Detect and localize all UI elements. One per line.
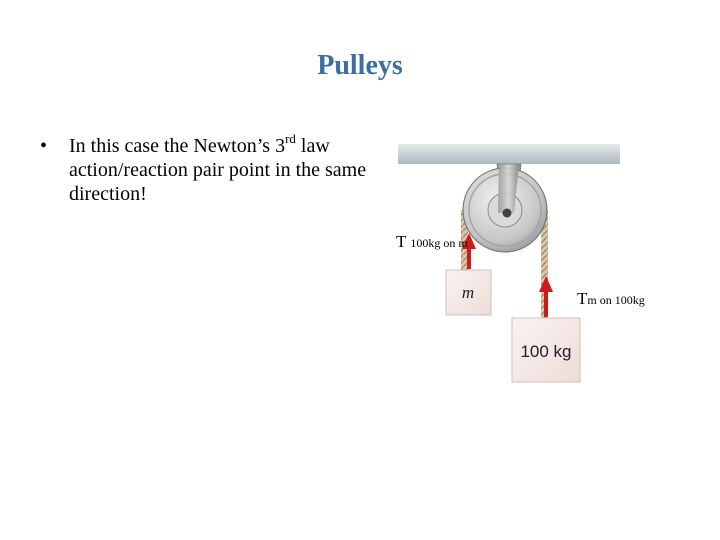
pulley-bracket-front — [498, 165, 519, 213]
pulley-axle — [502, 208, 512, 218]
mass-block-100kg — [511, 317, 581, 383]
tension-label-on-m: T 100kg on m — [396, 232, 468, 252]
bullet-item: • In this case the Newton’s 3rd law acti… — [40, 131, 370, 206]
tension-symbol: T — [577, 289, 588, 308]
rope-right — [541, 210, 548, 318]
tension-arrow-on-m — [462, 233, 476, 269]
bullet-superscript: rd — [285, 131, 296, 147]
mass-label-100kg: 100 kg — [520, 342, 571, 361]
bullet-marker: • — [40, 135, 48, 157]
mass-block-m — [445, 269, 492, 316]
tension-arrow-on-100kg — [539, 276, 553, 317]
slide-title: Pulleys — [317, 50, 403, 81]
bullet-list: • In this case the Newton’s 3rd law acti… — [40, 131, 370, 206]
mass-label-m: m — [462, 283, 474, 302]
tension-subscript: 100kg on m — [410, 236, 468, 250]
tension-subscript: m on 100kg — [587, 293, 645, 307]
ceiling — [398, 144, 620, 164]
bullet-text-start: In this case the Newton’s 3 — [69, 135, 286, 157]
rope-left — [461, 210, 468, 270]
tension-label-on-100kg: Tm on 100kg — [577, 289, 645, 309]
pulley-diagram: m 100 kg — [398, 144, 620, 383]
tension-symbol: T — [396, 232, 407, 251]
bullet-text-end: law action/reaction pair point in the sa… — [69, 135, 367, 205]
